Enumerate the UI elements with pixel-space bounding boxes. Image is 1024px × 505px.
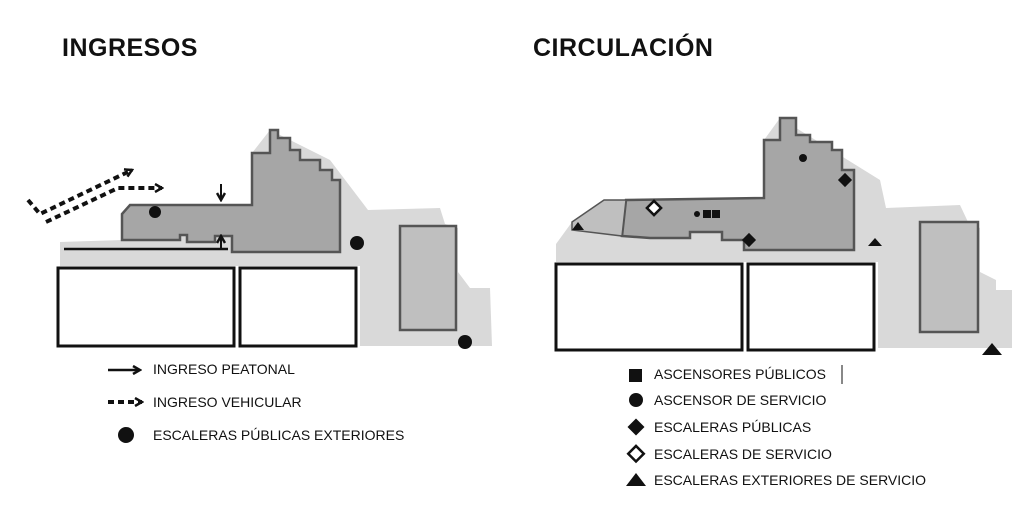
service-stairs-diamond xyxy=(645,199,663,217)
public-stairs-diamond xyxy=(741,232,757,248)
vehicle-arrow-1 xyxy=(26,170,132,217)
legend-diamond-filled xyxy=(627,418,645,436)
legend-dot xyxy=(629,393,643,407)
public-elevator-square xyxy=(712,210,720,218)
service-ramp xyxy=(571,199,627,237)
legend-label-escaleras-servicio: ESCALERAS DE SERVICIO xyxy=(654,446,832,462)
public-stairs-dot xyxy=(149,206,161,218)
exterior-service-stairs-triangle xyxy=(982,343,1002,355)
building-footprint xyxy=(120,128,342,254)
legend-label-escaleras-publicas: ESCALERAS PÚBLICAS xyxy=(654,419,812,435)
exterior-service-stairs-triangle xyxy=(868,238,882,246)
side-building xyxy=(918,220,980,334)
public-elevator-square xyxy=(703,210,711,218)
side-building xyxy=(398,224,458,332)
legend-square xyxy=(629,369,642,382)
legend-triangle xyxy=(626,473,646,486)
ingresos-title: INGRESOS xyxy=(62,34,198,62)
legend-dot xyxy=(118,427,134,443)
public-stairs-dot xyxy=(458,335,472,349)
circulacion-legend xyxy=(626,365,843,486)
block-left xyxy=(56,266,236,348)
block-right xyxy=(746,262,876,352)
legend-label-vehicular: INGRESO VEHICULAR xyxy=(153,394,302,410)
block-right xyxy=(238,266,358,348)
legend-label-ascensor-servicio: ASCENSOR DE SERVICIO xyxy=(654,392,827,408)
service-elevator-dot xyxy=(799,154,807,162)
legend-label-escaleras-exteriores-servicio: ESCALERAS EXTERIORES DE SERVICIO xyxy=(654,472,927,488)
ingresos-legend xyxy=(108,370,142,443)
legend-label-escaleras-exteriores: ESCALERAS PÚBLICAS EXTERIORES xyxy=(153,427,405,443)
circulacion-title: CIRCULACIÓN xyxy=(533,34,714,62)
public-stairs-dot xyxy=(350,236,364,250)
legend-label-peatonal: INGRESO PEATONAL xyxy=(153,361,295,377)
public-stairs-diamond xyxy=(837,172,853,188)
block-left xyxy=(554,262,744,352)
ingresos-plan xyxy=(26,128,492,349)
building-footprint xyxy=(620,116,856,252)
legend-diamond-outline xyxy=(626,444,646,464)
circulacion-plan xyxy=(554,116,1012,355)
exterior-service-stairs-triangle xyxy=(572,222,584,230)
legend-label-ascensores-publicos: ASCENSORES PÚBLICOS xyxy=(654,366,826,382)
service-elevator-dot xyxy=(694,211,700,217)
